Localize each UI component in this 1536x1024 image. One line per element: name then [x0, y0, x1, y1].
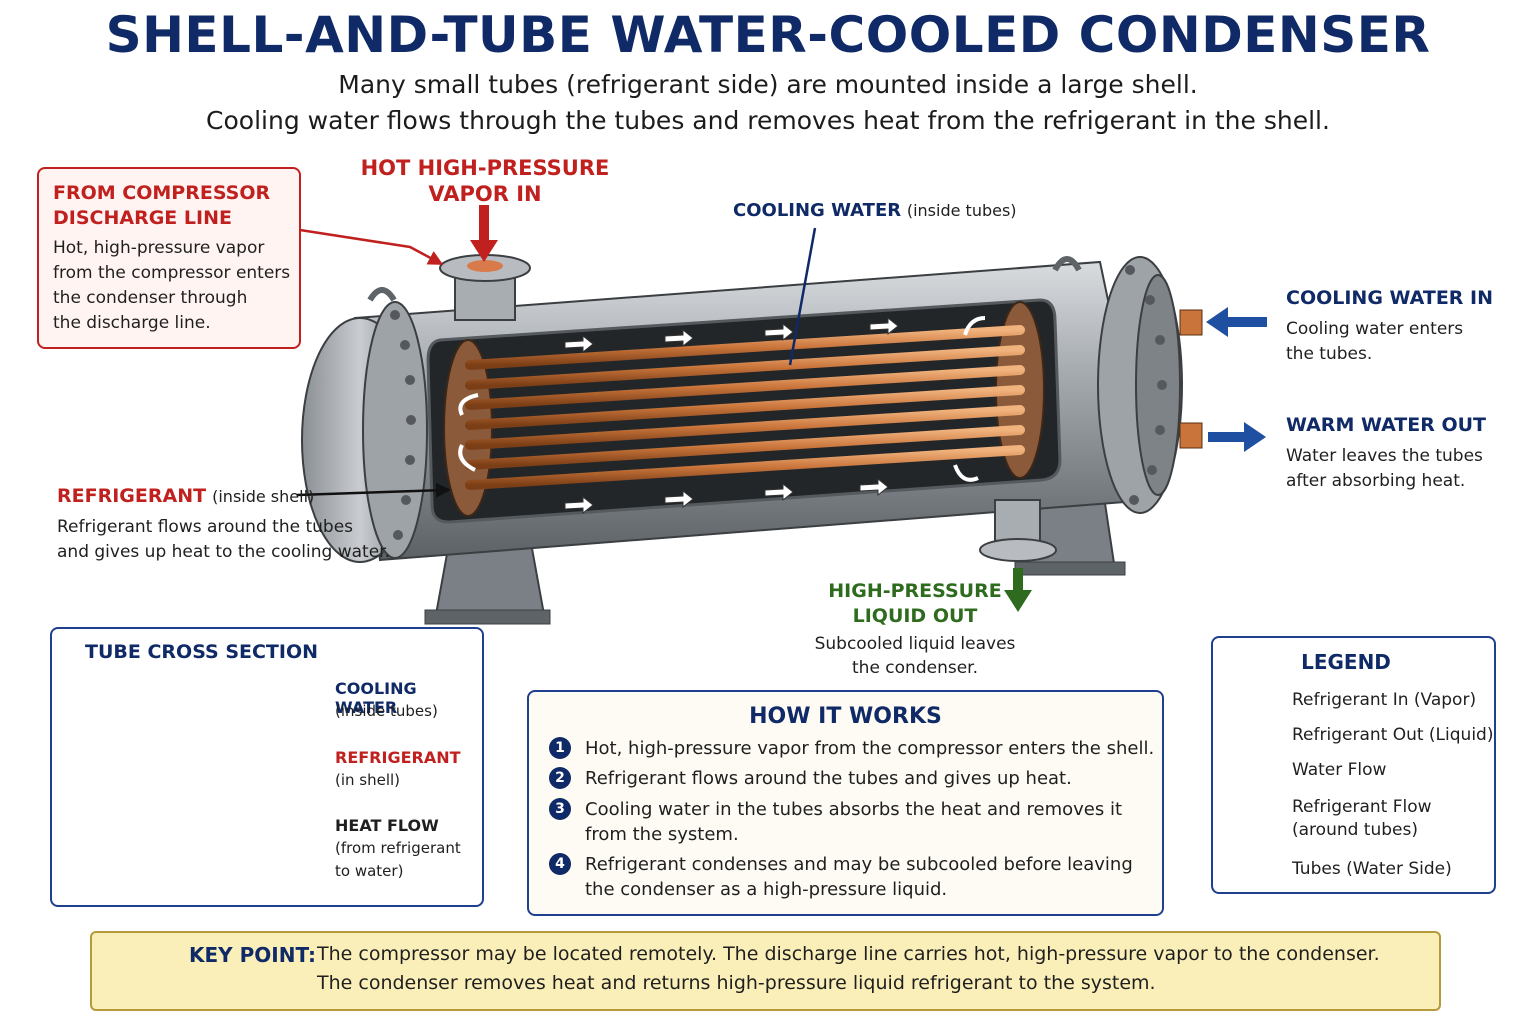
liquid-out-line-2: the condenser. [852, 658, 978, 678]
legend-panel: LEGEND Refrigerant In (Vapor) Refrigeran… [1211, 636, 1496, 894]
step-1-number: 1 [549, 737, 571, 759]
step-4-text-2: the condenser as a high-pressure liquid. [585, 879, 948, 900]
compressor-heading-2: DISCHARGE LINE [53, 207, 232, 229]
water-in-arrow [1225, 317, 1267, 327]
cooling-water-in-line-1: Cooling water enters [1286, 319, 1464, 339]
legend-item-vapor: Refrigerant In (Vapor) [1292, 690, 1477, 710]
warm-water-out-line-2: after absorbing heat. [1286, 471, 1466, 491]
tube-cross-section-panel: TUBE CROSS SECTION COOLING WATER (inside… [50, 627, 484, 907]
turnaround-arrows [458, 316, 986, 482]
liquid-out-heading-2: LIQUID OUT [852, 605, 978, 627]
subtitle-line-2: Cooling water flows through the tubes an… [206, 106, 1330, 135]
cooling-water-in-heading: COOLING WATER IN [1286, 287, 1494, 309]
vapor-in-arrowhead [470, 240, 498, 262]
cs-heat-note-1: (from refrigerant [335, 839, 461, 857]
page-title: SHELL-AND-TUBE WATER-COOLED CONDENSER [105, 6, 1431, 64]
step-4-number: 4 [549, 853, 571, 875]
refrigerant-flow-arrows [564, 316, 899, 515]
cs-water-note: (inside tubes) [335, 702, 438, 720]
legend-item-liquid: Refrigerant Out (Liquid) [1292, 725, 1494, 745]
legend-heading: LEGEND [1301, 650, 1391, 674]
compressor-line-3: the condenser through [53, 288, 248, 308]
water-inlet-connection [1179, 309, 1203, 336]
cs-heat-label: HEAT FLOW [335, 816, 439, 835]
warm-water-out-line-1: Water leaves the tubes [1286, 446, 1483, 466]
step-3-text-1: Cooling water in the tubes absorbs the h… [585, 799, 1123, 820]
vapor-in-label-1: HOT HIGH-PRESSURE [360, 156, 610, 180]
key-point-line-2: The condenser removes heat and returns h… [317, 972, 1156, 994]
water-in-arrowhead [1206, 307, 1228, 337]
step-3: 3 [549, 798, 571, 820]
vapor-in-label-2: VAPOR IN [428, 182, 542, 206]
key-point-banner: KEY POINT: The compressor may be located… [90, 931, 1441, 1011]
refrigerant-shell-label: REFRIGERANT (inside shell) [57, 485, 314, 507]
cooling-water-tubes-label: COOLING WATER (inside tubes) [733, 200, 1017, 221]
step-4: 4 [549, 853, 571, 875]
cs-ref-label: REFRIGERANT [335, 748, 461, 767]
vapor-inlet-nozzle [439, 254, 531, 321]
legend-item-flow: Refrigerant Flow [1292, 797, 1432, 817]
lifting-lug-left [367, 287, 397, 302]
key-point-line-1: The compressor may be located remotely. … [317, 943, 1380, 965]
cs-heat-note-2: to water) [335, 862, 404, 880]
cross-section-heading: TUBE CROSS SECTION [85, 641, 319, 663]
water-out-arrowhead [1244, 422, 1266, 452]
compressor-line-4: the discharge line. [53, 313, 211, 333]
liquid-out-arrow [1013, 568, 1023, 593]
step-1-text: Hot, high-pressure vapor from the compre… [585, 738, 1155, 759]
legend-item-flow-note: (around tubes) [1292, 820, 1418, 840]
legend-item-water: Water Flow [1292, 760, 1387, 780]
compressor-callout: FROM COMPRESSOR DISCHARGE LINE Hot, high… [37, 167, 301, 349]
cs-ref-note: (in shell) [335, 771, 401, 789]
tube-bundle [465, 325, 1025, 490]
cooling-water-tubes-note: (inside tubes) [906, 201, 1017, 220]
compressor-line-1: Hot, high-pressure vapor [53, 238, 265, 258]
liquid-out-line-1: Subcooled liquid leaves [814, 634, 1016, 654]
step-2-number: 2 [549, 767, 571, 789]
refrigerant-shell-note: (inside shell) [212, 487, 315, 506]
cooling-water-in-line-2: the tubes. [1286, 344, 1373, 364]
liquid-outlet-nozzle [979, 499, 1057, 562]
liquid-out-heading-1: HIGH-PRESSURE [828, 580, 1002, 602]
step-3-number: 3 [549, 798, 571, 820]
refrigerant-shell-line-2: and gives up heat to the cooling water. [57, 542, 390, 562]
subtitle-line-1: Many small tubes (refrigerant side) are … [338, 70, 1198, 99]
refrigerant-shell-line-1: Refrigerant flows around the tubes [57, 517, 354, 537]
refrigerant-leader-line [296, 482, 451, 498]
legend-item-tube: Tubes (Water Side) [1292, 859, 1452, 879]
warm-water-out-heading: WARM WATER OUT [1286, 414, 1487, 436]
compressor-leader-line [299, 228, 444, 265]
step-2-text: Refrigerant flows around the tubes and g… [585, 768, 1072, 789]
cs-water-label: COOLING WATER [335, 679, 417, 717]
step-1: 1 [549, 737, 571, 759]
how-it-works-heading: HOW IT WORKS [749, 704, 942, 729]
step-2: 2 [549, 767, 571, 789]
left-flange [362, 301, 428, 559]
lifting-lug-right [1052, 256, 1082, 272]
water-outlet-connection [1179, 422, 1203, 449]
water-out-arrow [1208, 432, 1246, 442]
liquid-out-arrowhead [1004, 590, 1032, 612]
right-flange-bolts [1125, 265, 1167, 505]
cooling-water-tubes-heading: COOLING WATER [733, 200, 902, 221]
step-4-text-1: Refrigerant condenses and may be subcool… [585, 854, 1133, 875]
key-point-label: KEY POINT: [189, 943, 316, 967]
compressor-line-2: from the compressor enters [53, 263, 291, 283]
left-flange-bolts [390, 310, 416, 540]
cooling-water-leader-line [788, 227, 817, 366]
step-3-text-2: from the system. [585, 824, 739, 845]
compressor-heading-1: FROM COMPRESSOR [53, 182, 271, 204]
how-it-works-panel: HOW IT WORKS 1 Hot, high-pressure vapor … [527, 690, 1164, 916]
refrigerant-shell-heading: REFRIGERANT [57, 485, 207, 507]
